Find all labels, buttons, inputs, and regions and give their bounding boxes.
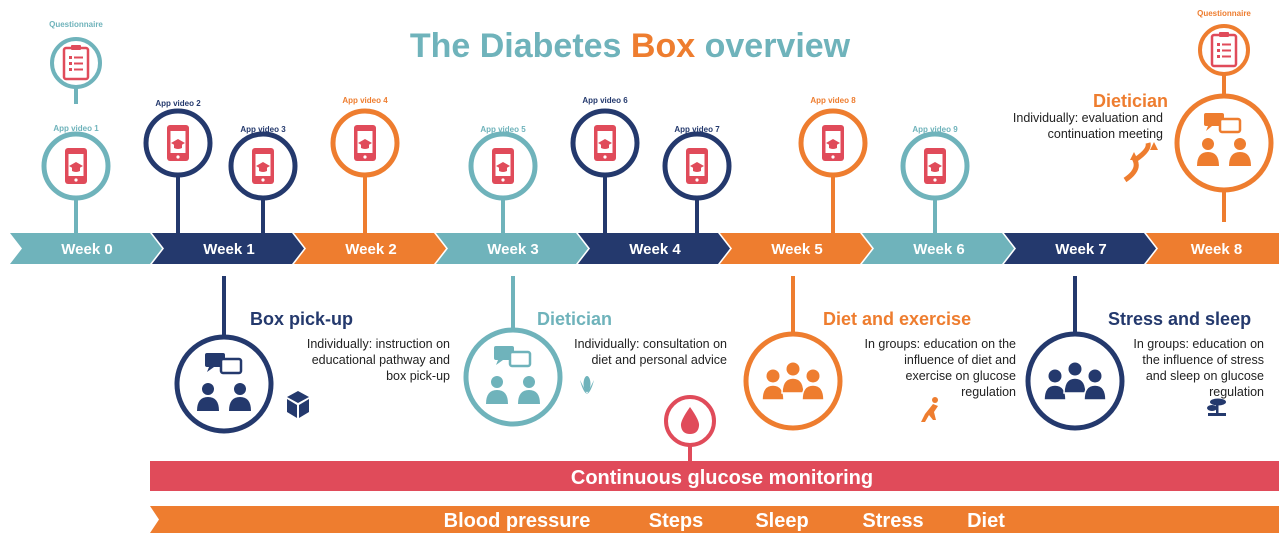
phase-heading: Stress and sleep bbox=[1108, 309, 1251, 329]
app-video bbox=[228, 131, 298, 201]
phase-description: and sleep on glucose bbox=[1146, 369, 1264, 383]
app-video bbox=[41, 131, 111, 201]
questionnaire-label: Questionnaire bbox=[1197, 9, 1251, 18]
group-icon bbox=[1043, 362, 1107, 401]
final-dietician: Dietician Individually: evaluation and c… bbox=[1013, 91, 1274, 193]
week-segment bbox=[10, 233, 162, 264]
week-label: Week 4 bbox=[629, 241, 681, 258]
phase-description: In groups: education on the bbox=[864, 337, 1016, 351]
phase-description: regulation bbox=[961, 385, 1016, 399]
app-videos: App video 1 App video 2 App video 3 App vid… bbox=[41, 96, 970, 201]
app-video bbox=[330, 108, 400, 178]
phase-description: Individually: instruction on bbox=[307, 337, 450, 351]
page-title: The Diabetes Box overview bbox=[410, 27, 851, 65]
week-label: Week 8 bbox=[1191, 241, 1242, 258]
measure-label: Stress bbox=[862, 510, 923, 532]
consultation-icon bbox=[197, 353, 251, 411]
app-video-label: App video 8 bbox=[810, 96, 856, 105]
app-video bbox=[143, 108, 213, 178]
questionnaire-end: Questionnaire bbox=[1197, 9, 1251, 76]
week-segment bbox=[720, 233, 872, 264]
app-video-label: App video 7 bbox=[674, 125, 720, 134]
app-video bbox=[798, 108, 868, 178]
measure-label: Steps bbox=[649, 510, 703, 532]
phase-description: exercise on glucose bbox=[906, 369, 1017, 383]
phase-heading: Diet and exercise bbox=[823, 309, 971, 329]
exercise-icon bbox=[921, 397, 938, 422]
phone-graduation-cap-icon bbox=[924, 148, 946, 184]
measure-label: Blood pressure bbox=[444, 510, 591, 532]
app-video-label: App video 4 bbox=[342, 96, 388, 105]
week-label: Week 1 bbox=[203, 241, 254, 258]
week-timeline: Week 0 Week 1 Week 2 Week 3 Week 4 Week 5 Week… bbox=[10, 233, 1279, 264]
consultation-icon bbox=[1197, 113, 1251, 166]
questionnaire-label: Questionnaire bbox=[49, 20, 103, 29]
measure-label: Sleep bbox=[755, 510, 808, 532]
group-icon bbox=[761, 362, 825, 401]
path-icon bbox=[1123, 142, 1158, 183]
corn-icon bbox=[580, 376, 594, 394]
phase: Diet and exercise In groups: education on… bbox=[743, 276, 1017, 431]
phase: Stress and sleep In groups: education on t… bbox=[1025, 276, 1264, 431]
phase-description: diet and personal advice bbox=[591, 353, 727, 367]
week-label: Week 5 bbox=[771, 241, 822, 258]
app-video-label: App video 2 bbox=[155, 99, 201, 108]
measures: Blood pressure Steps Sleep Stress Diet bbox=[444, 510, 1006, 532]
week-label: Week 7 bbox=[1055, 241, 1106, 258]
app-video-label: App video 9 bbox=[912, 125, 958, 134]
phone-graduation-cap-icon bbox=[686, 148, 708, 184]
week-segment bbox=[436, 233, 588, 264]
phase-description: continuation meeting bbox=[1048, 127, 1163, 141]
week-label: Week 3 bbox=[487, 241, 538, 258]
app-video bbox=[900, 131, 970, 201]
phone-graduation-cap-icon bbox=[594, 125, 616, 161]
phase-heading: Dietician bbox=[1093, 91, 1168, 111]
week-segment bbox=[862, 233, 1014, 264]
phase-description: regulation bbox=[1209, 385, 1264, 399]
app-video bbox=[570, 108, 640, 178]
week-segment bbox=[1146, 233, 1279, 264]
phase-description: box pick-up bbox=[386, 369, 450, 383]
glucose-band bbox=[150, 461, 1279, 491]
week-segment bbox=[294, 233, 446, 264]
week-segment bbox=[578, 233, 730, 264]
phone-graduation-cap-icon bbox=[65, 148, 87, 184]
consultation-icon bbox=[486, 346, 540, 404]
week-label: Week 6 bbox=[913, 241, 964, 258]
phase-heading: Dietician bbox=[537, 309, 612, 329]
box-icon bbox=[287, 391, 309, 418]
week-segment bbox=[1004, 233, 1156, 264]
blood-drop-icon bbox=[664, 395, 716, 447]
app-video bbox=[468, 131, 538, 201]
week-label: Week 0 bbox=[61, 241, 112, 258]
phase-heading: Box pick-up bbox=[250, 309, 353, 329]
phone-graduation-cap-icon bbox=[354, 125, 376, 161]
bonsai-icon bbox=[1207, 398, 1226, 416]
phone-graduation-cap-icon bbox=[822, 125, 844, 161]
phase-description: Individually: evaluation and bbox=[1013, 111, 1163, 125]
measure-label: Diet bbox=[967, 510, 1005, 532]
week-label: Week 2 bbox=[345, 241, 396, 258]
questionnaire-start: Questionnaire bbox=[49, 20, 103, 89]
phone-graduation-cap-icon bbox=[252, 148, 274, 184]
app-video-label: App video 5 bbox=[480, 125, 526, 134]
app-video bbox=[662, 131, 732, 201]
measures-band bbox=[150, 506, 1279, 533]
phase-description: the influence of stress bbox=[1142, 353, 1264, 367]
app-video-label: App video 3 bbox=[240, 125, 286, 134]
week-segment bbox=[152, 233, 304, 264]
app-video-label: App video 6 bbox=[582, 96, 628, 105]
phase-description: influence of diet and bbox=[904, 353, 1016, 367]
phase-description: In groups: education on bbox=[1133, 337, 1264, 351]
phase-description: educational pathway and bbox=[312, 353, 450, 367]
glucose-label: Continuous glucose monitoring bbox=[571, 467, 873, 489]
phase-description: Individually: consultation on bbox=[574, 337, 727, 351]
phone-graduation-cap-icon bbox=[167, 125, 189, 161]
app-video-label: App video 1 bbox=[53, 124, 99, 133]
phone-graduation-cap-icon bbox=[492, 148, 514, 184]
